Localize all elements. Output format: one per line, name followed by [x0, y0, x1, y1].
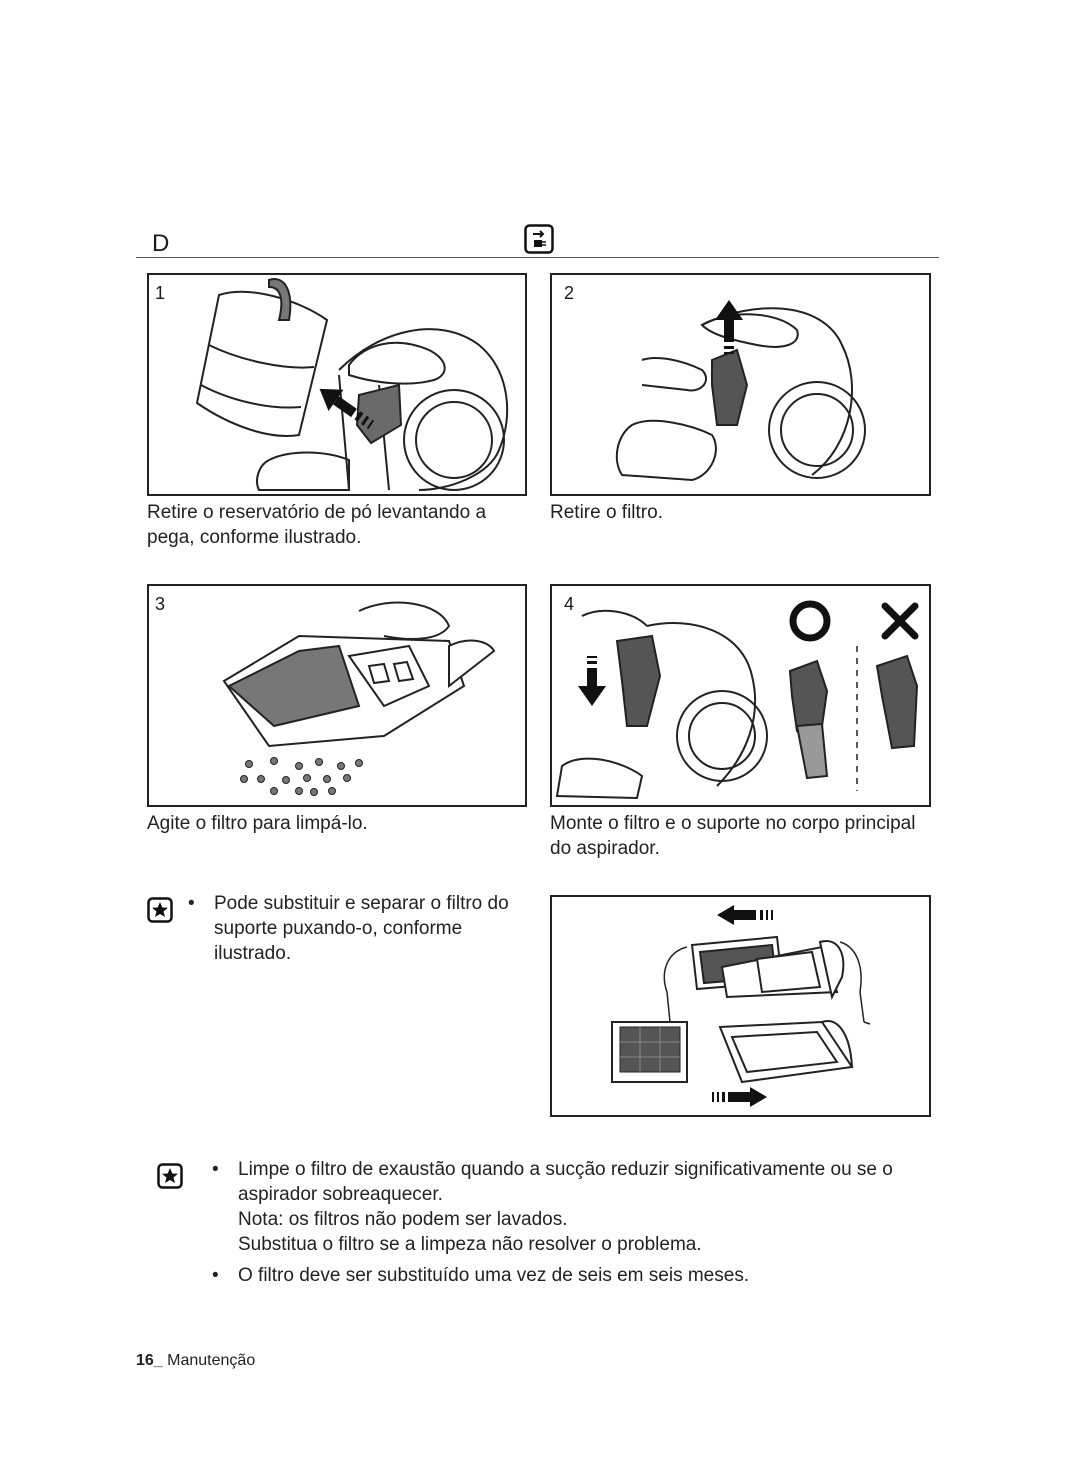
note-2-extra-2: Substitua o filtro se a limpeza não reso… — [238, 1234, 702, 1255]
page-footer: 16_ Manutenção — [136, 1351, 255, 1371]
step-1-caption: Retire o reservatório de pó levantando a… — [147, 502, 487, 548]
star-note-icon — [147, 897, 173, 923]
step-2-number: 2 — [564, 283, 575, 303]
incorrect-mark-icon — [881, 602, 919, 640]
step-1-illustration: 1 — [147, 273, 527, 496]
footer-section: Manutenção — [167, 1352, 256, 1369]
note-2-text-2: O filtro deve ser substituído uma vez de… — [238, 1265, 750, 1286]
header-rule — [136, 257, 939, 258]
note-1-list: • Pode substituir e separar o filtro do … — [188, 891, 510, 966]
note-1-item: • Pode substituir e separar o filtro do … — [188, 891, 510, 966]
section-letter: D — [152, 230, 170, 257]
star-note-icon-2 — [157, 1163, 183, 1189]
bullet: • — [212, 1265, 219, 1286]
step-4-number: 4 — [564, 594, 575, 614]
step-4-illustration: 4 — [550, 584, 931, 807]
filter-separation-illustration — [550, 895, 931, 1117]
note-2-item-1: • Limpe o filtro de exaustão quando a su… — [212, 1157, 932, 1257]
bullet: • — [188, 893, 195, 914]
filter-reassembly-drawing — [555, 600, 919, 800]
dustbin-removal-drawing — [195, 278, 509, 491]
correct-mark-icon — [789, 600, 831, 642]
step-2-illustration: 2 — [550, 273, 931, 496]
page-number: 16_ — [136, 1352, 163, 1369]
unplug-icon — [524, 224, 554, 254]
step-2-caption: Retire o filtro. — [550, 502, 663, 523]
note-2-text-1: Limpe o filtro de exaustão quando a sucç… — [238, 1159, 893, 1205]
step-3-caption: Agite o filtro para limpá-lo. — [147, 813, 368, 834]
note-2-list: • Limpe o filtro de exaustão quando a su… — [212, 1157, 932, 1288]
note-2-item-2: • O filtro deve ser substituído uma vez … — [212, 1263, 932, 1288]
step-3-illustration: 3 — [147, 584, 527, 807]
filter-separation-drawing — [611, 905, 871, 1107]
note-1-text: Pode substituir e separar o filtro do su… — [214, 893, 509, 964]
filter-removal-drawing — [615, 300, 866, 482]
step-1-number: 1 — [155, 283, 166, 303]
step-4-caption: Monte o filtro e o suporte no corpo prin… — [550, 813, 916, 859]
bullet: • — [212, 1159, 219, 1180]
note-2-extra-1: Nota: os filtros não podem ser lavados. — [238, 1209, 568, 1230]
step-3-number: 3 — [155, 594, 166, 614]
filter-shaking-drawing — [222, 601, 496, 796]
